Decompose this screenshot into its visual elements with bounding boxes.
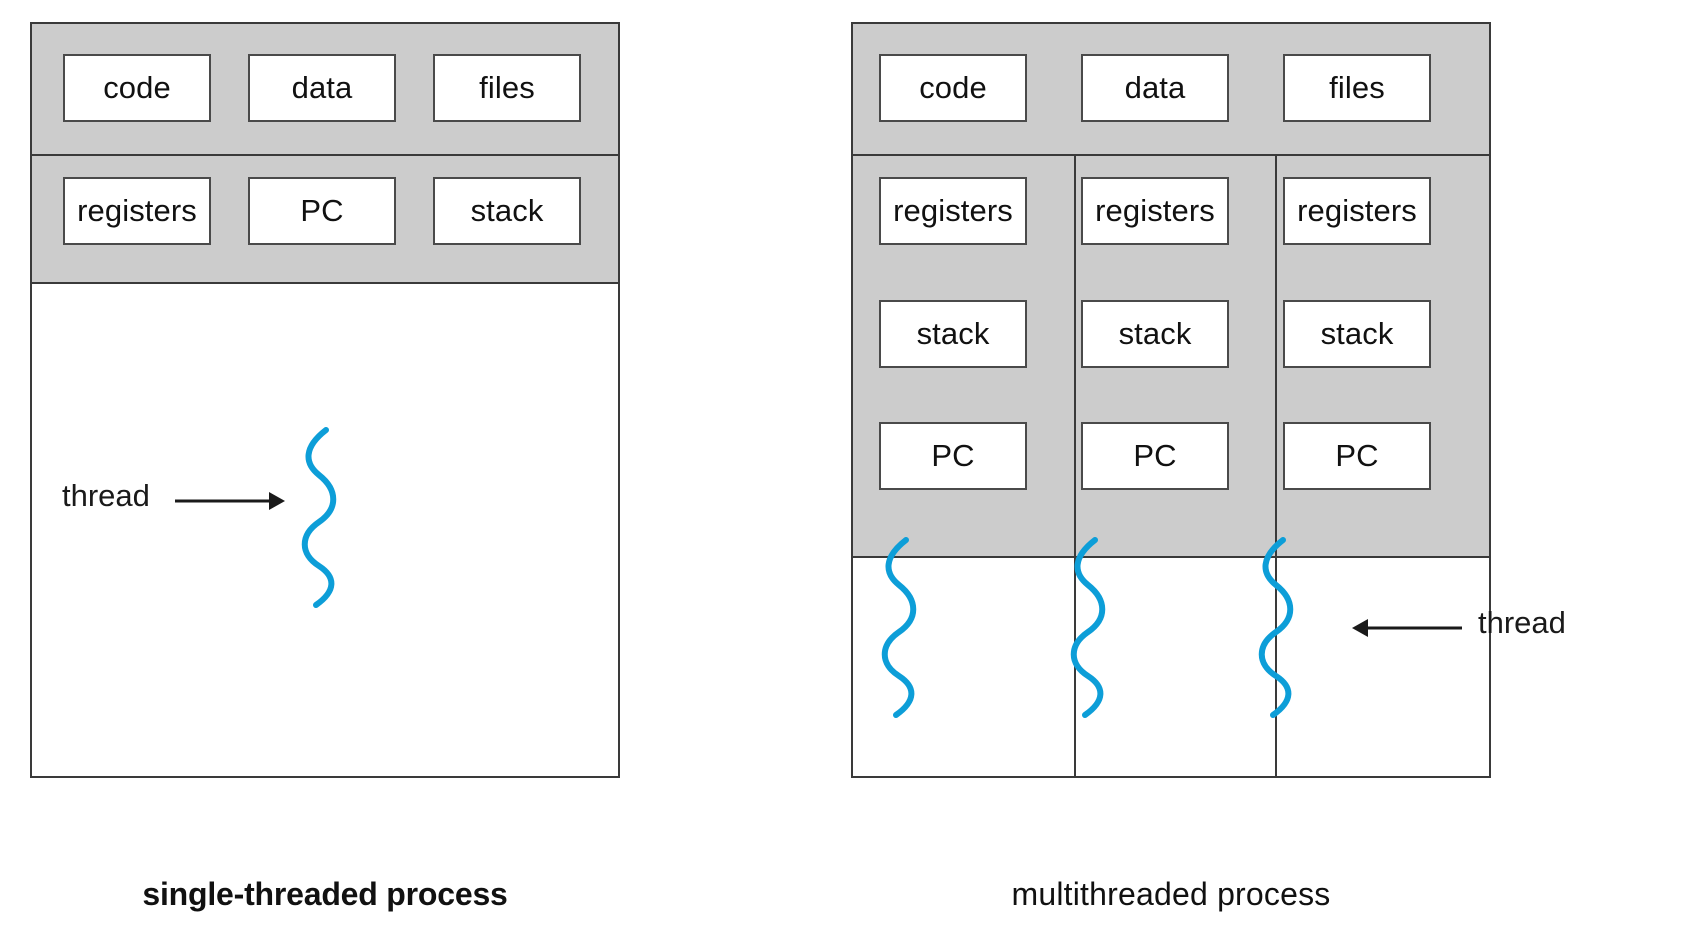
cell-label: registers	[1095, 193, 1215, 228]
single-thread-annotation-label: thread	[62, 478, 150, 514]
thread-wave-icon	[301, 427, 337, 608]
cell-label: stack	[916, 316, 990, 351]
multi-cell-data: data	[1081, 54, 1229, 122]
multi-cell-code: code	[879, 54, 1027, 122]
caption-text: single-threaded process	[142, 876, 508, 912]
multi-t2-cell-registers: registers	[1081, 177, 1229, 245]
multi-thread-squiggle-2	[1055, 535, 1145, 720]
multi-t2-cell-pc: PC	[1081, 422, 1229, 490]
multi-t3-cell-pc: PC	[1283, 422, 1431, 490]
cell-label: code	[919, 70, 987, 105]
multithreaded-process-frame: code data files registers stack PC regis…	[851, 22, 1491, 778]
multi-t3-cell-registers: registers	[1283, 177, 1431, 245]
single-separator-2	[32, 282, 618, 284]
cell-label: data	[1124, 70, 1186, 105]
annotation-text: thread	[62, 478, 150, 513]
cell-label: stack	[1118, 316, 1192, 351]
multi-separator-bottom	[853, 556, 1489, 558]
multi-thread-annotation-label: thread	[1478, 605, 1566, 641]
single-cell-registers: registers	[63, 177, 211, 245]
thread-wave-icon	[1258, 537, 1294, 718]
single-cell-files: files	[433, 54, 581, 122]
cell-label: PC	[931, 438, 975, 473]
cell-label: PC	[1335, 438, 1379, 473]
multi-thread-squiggle-1	[866, 535, 956, 720]
multi-column-divider-2	[1275, 156, 1277, 776]
cell-label: files	[479, 70, 535, 105]
multithreaded-caption: multithreaded process	[851, 876, 1491, 913]
multi-t1-cell-stack: stack	[879, 300, 1027, 368]
arrow-right-icon	[175, 492, 285, 510]
caption-text: multithreaded process	[1011, 876, 1331, 912]
cell-label: registers	[1297, 193, 1417, 228]
cell-label: stack	[1320, 316, 1394, 351]
single-cell-code: code	[63, 54, 211, 122]
cell-label: code	[103, 70, 171, 105]
cell-label: registers	[77, 193, 197, 228]
cell-label: registers	[893, 193, 1013, 228]
multi-cell-files: files	[1283, 54, 1431, 122]
single-threaded-caption: single-threaded process	[30, 876, 620, 913]
multi-t1-cell-pc: PC	[879, 422, 1027, 490]
multi-t3-cell-stack: stack	[1283, 300, 1431, 368]
multi-t1-cell-registers: registers	[879, 177, 1027, 245]
thread-wave-icon	[881, 537, 917, 718]
cell-label: stack	[470, 193, 544, 228]
thread-wave-icon	[1070, 537, 1106, 718]
single-cell-data: data	[248, 54, 396, 122]
single-thread-arrow	[175, 486, 285, 516]
single-cell-pc: PC	[248, 177, 396, 245]
multi-separator-top	[853, 154, 1489, 156]
multi-t2-cell-stack: stack	[1081, 300, 1229, 368]
single-separator-1	[32, 154, 618, 156]
cell-label: data	[291, 70, 353, 105]
cell-label: PC	[1133, 438, 1177, 473]
arrow-left-icon	[1352, 619, 1462, 637]
multi-column-divider-1	[1074, 156, 1076, 776]
single-cell-stack: stack	[433, 177, 581, 245]
multi-thread-arrow	[1350, 613, 1462, 643]
annotation-text: thread	[1478, 605, 1566, 640]
multi-thread-squiggle-3	[1243, 535, 1333, 720]
cell-label: files	[1329, 70, 1385, 105]
single-thread-squiggle	[286, 425, 376, 610]
cell-label: PC	[300, 193, 344, 228]
single-threaded-process-frame: code data files registers PC stack	[30, 22, 620, 778]
